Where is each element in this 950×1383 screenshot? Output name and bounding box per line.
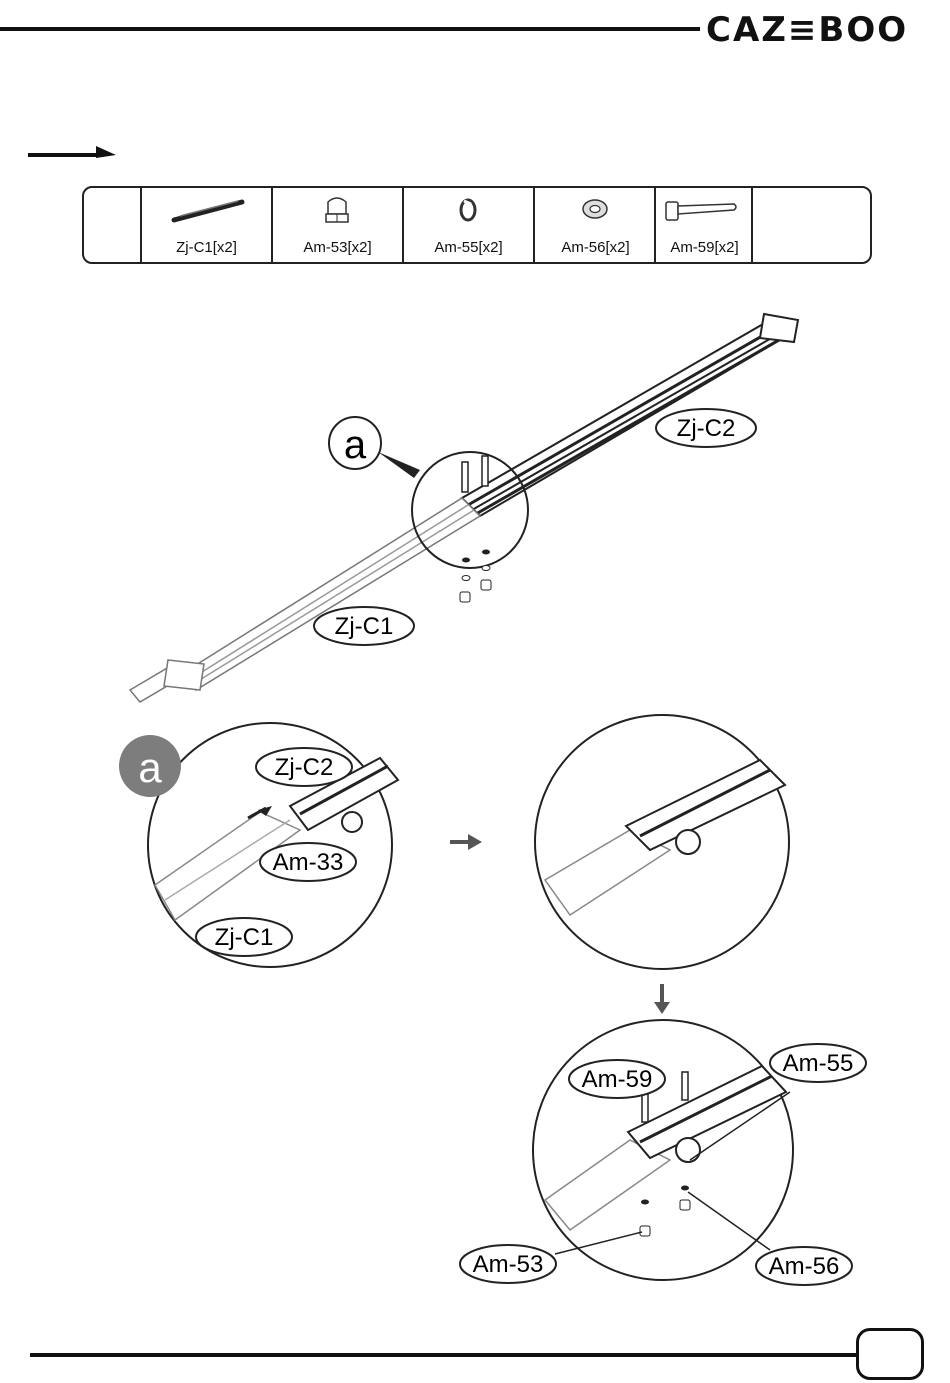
step1-label-am-33: Am-33 <box>273 849 344 876</box>
detail-badge-label: a <box>138 744 162 791</box>
step3-label-am-59: Am-59 <box>582 1066 653 1093</box>
step3-label-am-55: Am-55 <box>783 1050 854 1077</box>
step3-label-am-56: Am-56 <box>769 1253 840 1280</box>
next-arrow-icon <box>450 834 482 850</box>
footer-rule <box>30 1353 856 1357</box>
step1-label-zj-c1: Zj-C1 <box>215 924 274 951</box>
down-arrow-icon <box>654 984 670 1014</box>
step3-label-am-53: Am-53 <box>473 1251 544 1278</box>
page-number-badge <box>856 1328 924 1380</box>
step1-label-zj-c2: Zj-C2 <box>275 754 334 781</box>
